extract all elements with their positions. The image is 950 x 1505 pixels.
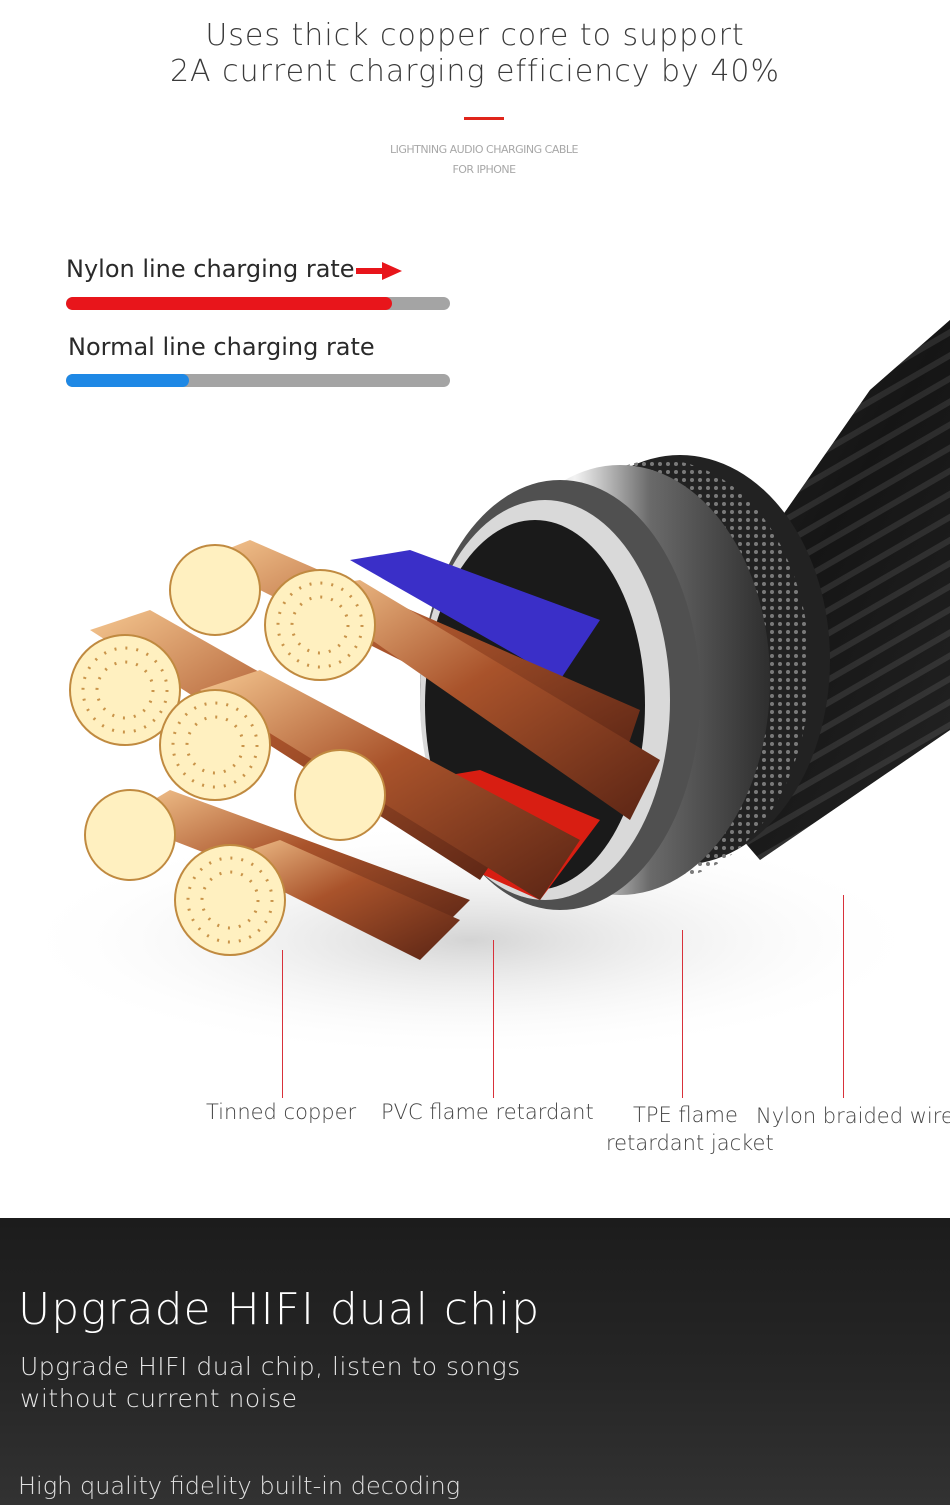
subline-line-1: LIGHTNING AUDIO CHARGING CABLE (389, 143, 579, 156)
label-tinned-copper: Tinned copper (206, 1100, 357, 1124)
headline-line-2: 2A current charging efficiency by 40% (169, 54, 781, 89)
leader-line-nylon (843, 895, 844, 1098)
hifi-desc-line-1: Upgrade HIFI dual chip, listen to songs (20, 1352, 521, 1381)
nylon-rate-bar (66, 297, 450, 310)
label-tpe-line-1: TPE flame (633, 1103, 738, 1127)
headline-line-1: Uses thick copper core to support (205, 18, 745, 53)
red-divider (464, 117, 504, 120)
leader-line-tinned-copper (282, 950, 283, 1098)
nylon-rate-fill (66, 297, 393, 310)
normal-rate-fill (66, 374, 189, 387)
label-tpe-line-2: retardant jacket (606, 1131, 774, 1155)
hifi-section: Upgrade HIFI dual chip Upgrade HIFI dual… (0, 1218, 950, 1505)
nylon-rate-label: Nylon line charging rate (66, 255, 355, 283)
cable-feature-section: Uses thick copper core to support 2A cur… (10, 18, 950, 1155)
cable-cross-section-illustration (10, 320, 950, 1060)
label-pvc-flame-retardant: PVC flame retardant (381, 1100, 594, 1124)
normal-rate-label: Normal line charging rate (68, 333, 375, 361)
hifi-footer: High quality fidelity built-in decoding (18, 1472, 461, 1500)
label-nylon-braided-wire: Nylon braided wire (756, 1104, 950, 1128)
subline-line-2: FOR IPHONE (452, 163, 516, 176)
hifi-desc-line-2: without current noise (20, 1384, 298, 1413)
leader-line-pvc (493, 940, 494, 1098)
normal-rate-bar (66, 374, 450, 387)
leader-line-tpe (682, 930, 683, 1098)
hifi-title: Upgrade HIFI dual chip (18, 1284, 541, 1335)
red-arrow-icon (356, 262, 402, 280)
